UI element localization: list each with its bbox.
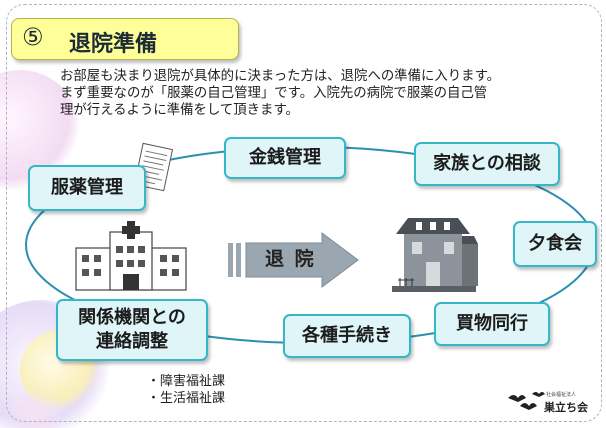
step-procedures: 各種手続き	[283, 314, 411, 358]
step-label: 夕食会	[528, 233, 582, 254]
title-number: ⑤	[22, 23, 44, 51]
step-label: 金銭管理	[249, 147, 321, 168]
discharge-arrow-icon	[228, 232, 359, 288]
hospital-icon	[75, 221, 187, 291]
discharge-arrow-label: 退 院	[265, 248, 316, 270]
step-family-consultation: 家族との相談	[414, 142, 560, 186]
house-icon	[392, 218, 478, 292]
bullet-item: ・障害福祉課	[147, 374, 226, 389]
step-label: 買物同行	[456, 313, 528, 334]
step-label: 家族との相談	[433, 153, 541, 174]
step-medication-management: 服薬管理	[28, 165, 146, 211]
bird-logo-icon	[508, 392, 545, 410]
title-box: ⑤ 退院準備	[11, 18, 239, 60]
step-label-line1: 関係機関との	[78, 307, 186, 328]
slide-frame	[6, 4, 602, 422]
intro-line-3: 理が行えるように準備をして頂きます。	[60, 103, 299, 118]
step-liaison-coordination: 関係機関との 連絡調整	[56, 299, 208, 361]
logo-name: 巣立ち会	[544, 401, 588, 414]
intro-line-1: お部屋も決まり退院が具体的に決まった方は、退院への準備に入ります。	[60, 69, 501, 84]
page-title: 退院準備	[69, 32, 158, 57]
step-money-management: 金銭管理	[224, 137, 346, 179]
intro-line-2: まず重要なのが「服薬の自己管理」です。入院先の病院で服薬の自己管	[60, 86, 488, 101]
logo-subtitle: 社会福祉法人	[546, 392, 577, 398]
step-label: 各種手続き	[302, 325, 392, 346]
step-dinner-party: 夕食会	[513, 221, 597, 267]
step-shopping-accompany: 買物同行	[434, 302, 550, 346]
step-label-line2: 連絡調整	[96, 331, 168, 352]
bullet-item: ・生活福祉課	[147, 391, 226, 406]
step-label: 服薬管理	[51, 177, 123, 198]
